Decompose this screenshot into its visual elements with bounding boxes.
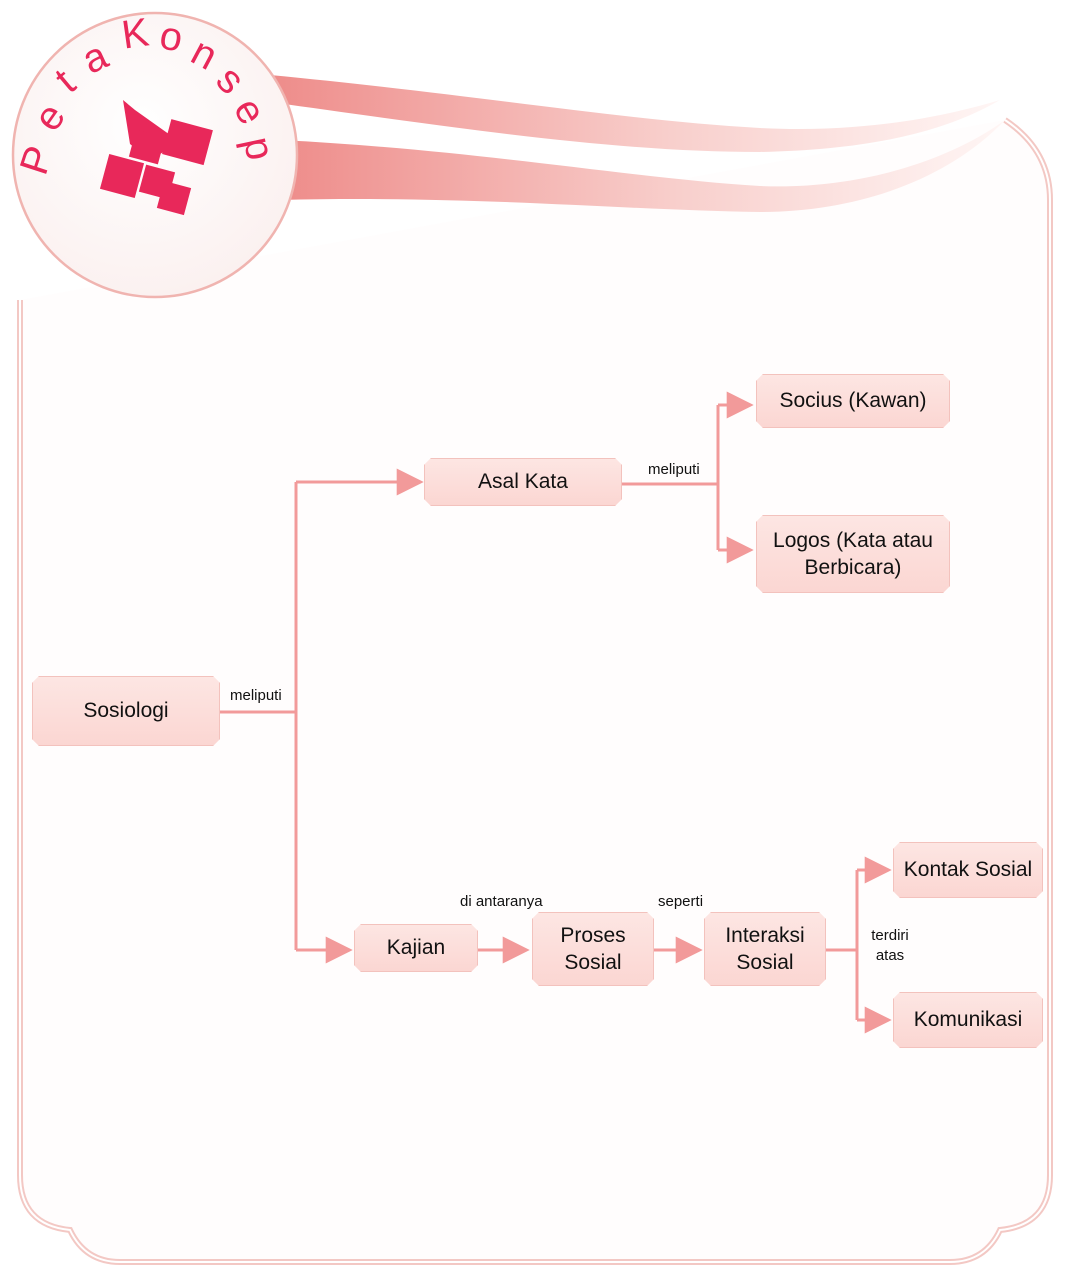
node-logos: Logos (Kata atau Berbicara) xyxy=(756,515,950,593)
edge-label-terdiri-atas: terdiri atas xyxy=(866,926,914,965)
node-interaksi-label: Interaksi Sosial xyxy=(725,922,804,977)
edge-label-seperti: seperti xyxy=(658,893,704,910)
node-komunikasi: Komunikasi xyxy=(893,992,1043,1048)
node-sosiologi-label: Sosiologi xyxy=(83,699,169,723)
node-kontak-sosial: Kontak Sosial xyxy=(893,842,1043,898)
edge-label-di-antaranya: di antaranya xyxy=(460,893,543,910)
node-logos-label: Logos (Kata atau Berbicara) xyxy=(773,527,933,582)
connectors xyxy=(220,391,892,1034)
node-socius: Socius (Kawan) xyxy=(756,374,950,428)
header-ribbons xyxy=(270,75,1005,212)
node-socius-label: Socius (Kawan) xyxy=(779,389,927,413)
node-proses-line2: Sosial xyxy=(564,951,622,974)
node-proses-label: Proses Sosial xyxy=(560,922,625,977)
node-komunikasi-label: Komunikasi xyxy=(913,1008,1023,1032)
node-logos-line1: Logos (Kata atau xyxy=(773,528,933,552)
edge-label-terdiri-line2: atas xyxy=(875,946,905,964)
node-interaksi-line2: Sosial xyxy=(736,951,794,974)
node-interaksi-sosial: Interaksi Sosial xyxy=(704,912,826,986)
node-interaksi-line1: Interaksi xyxy=(725,923,805,947)
edge-label-meliputi-main: meliputi xyxy=(230,687,282,704)
edge-label-meliputi-asal: meliputi xyxy=(648,461,700,478)
node-asal-kata: Asal Kata xyxy=(424,458,622,506)
edge-label-terdiri-line1: terdiri xyxy=(871,927,909,944)
node-asal-kata-label: Asal Kata xyxy=(478,470,568,494)
node-kontak-label: Kontak Sosial xyxy=(903,858,1033,882)
node-sosiologi: Sosiologi xyxy=(32,676,220,746)
badge xyxy=(11,11,299,299)
node-logos-line2: Berbicara) xyxy=(804,556,902,579)
node-proses-line1: Proses xyxy=(560,923,626,947)
title-char-5: K xyxy=(118,10,152,58)
logo-mark xyxy=(99,100,213,216)
node-proses-sosial: Proses Sosial xyxy=(532,912,654,986)
node-kajian-label: Kajian xyxy=(386,936,446,960)
node-kajian: Kajian xyxy=(354,924,478,972)
